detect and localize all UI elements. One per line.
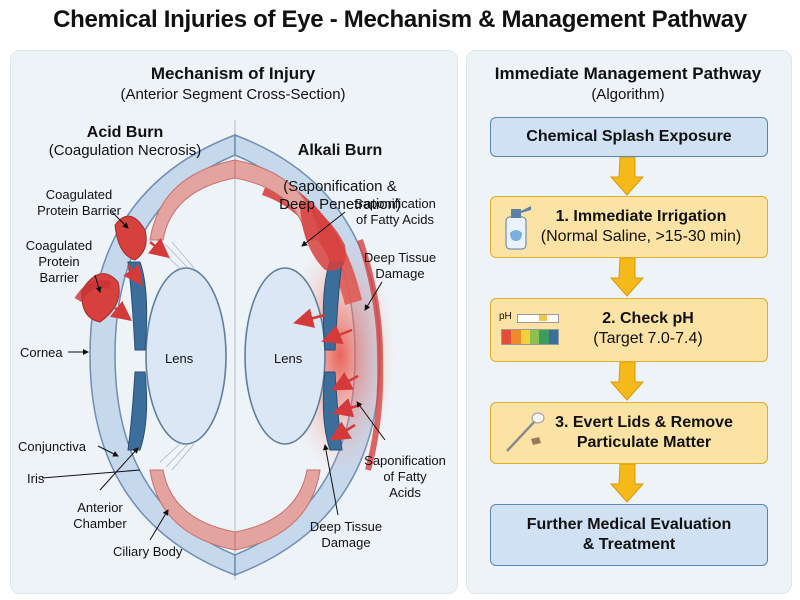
saline-bottle-icon xyxy=(499,203,533,251)
step-evert-title: 3. Evert Lids & Remove xyxy=(555,414,733,431)
mechanism-title: Mechanism of Injury xyxy=(150,64,316,83)
acid-lens-shape xyxy=(145,267,227,445)
flow-arrows xyxy=(609,156,645,503)
label-anterior-chamber: Anterior Chamber xyxy=(73,500,127,531)
acid-subtitle: (Coagulation Necrosis) xyxy=(48,142,202,159)
label-saponification-2: Saponification of Fatty Acids xyxy=(364,453,446,500)
step-further-detail: & Treatment xyxy=(582,536,676,553)
step-irrigation-title: 1. Immediate Irrigation xyxy=(555,208,727,225)
alkali-header: Alkali Burn (Saponification & Deep Penet… xyxy=(250,124,430,214)
mechanism-subtitle: (Anterior Segment Cross-Section) xyxy=(120,86,346,103)
management-subtitle: (Algorithm) xyxy=(591,86,665,103)
label-deep-damage-2: Deep Tissue Damage xyxy=(309,519,383,550)
label-coagulated-barrier-1: Coagulated Protein Barrier xyxy=(37,187,121,218)
acid-header: Acid Burn (Coagulation Necrosis) xyxy=(30,124,220,160)
alkali-subtitle: (Saponification & Deep Penetration) xyxy=(279,178,401,213)
ph-icon-text: pH xyxy=(499,311,512,322)
label-ciliary-body: Ciliary Body xyxy=(113,544,183,559)
step-further-evaluation: Further Medical Evaluation & Treatment xyxy=(490,504,768,566)
label-acid-lens: Lens xyxy=(165,351,194,366)
cotton-swab-icon xyxy=(501,409,549,457)
alkali-title: Alkali Burn xyxy=(297,142,383,159)
step-ph-detail: (Target 7.0-7.4) xyxy=(593,330,703,347)
step-exposure-title: Chemical Splash Exposure xyxy=(526,128,732,145)
label-saponification-1: Saponification of Fatty Acids xyxy=(354,196,436,227)
label-iris: Iris xyxy=(27,471,45,486)
step-irrigation: 1. Immediate Irrigation (Normal Saline, … xyxy=(490,196,768,258)
step-exposure: Chemical Splash Exposure xyxy=(490,117,768,157)
alkali-eye-illustration xyxy=(234,133,395,577)
management-title: Immediate Management Pathway xyxy=(494,64,762,83)
step-further-title: Further Medical Evaluation xyxy=(526,516,732,533)
label-alkali-lens: Lens xyxy=(274,351,303,366)
step-ph-title: 2. Check pH xyxy=(602,310,694,327)
step-irrigation-detail: (Normal Saline, >15-30 min) xyxy=(540,228,742,245)
ph-strip-icon: pH xyxy=(499,311,563,351)
label-cornea: Cornea xyxy=(20,345,63,360)
step-evert-lids: 3. Evert Lids & Remove Particulate Matte… xyxy=(490,402,768,464)
page-title: Chemical Injuries of Eye - Mechanism & M… xyxy=(53,6,747,33)
label-deep-damage-1: Deep Tissue Damage xyxy=(363,250,437,281)
label-coagulated-barrier-2: Coagulated Protein Barrier xyxy=(25,238,93,285)
step-evert-detail: Particulate Matter xyxy=(576,434,712,451)
step-check-ph: pH 2. Check pH (Target 7.0-7.4) xyxy=(490,298,768,362)
acid-title: Acid Burn xyxy=(86,124,164,141)
label-conjunctiva: Conjunctiva xyxy=(18,439,86,454)
